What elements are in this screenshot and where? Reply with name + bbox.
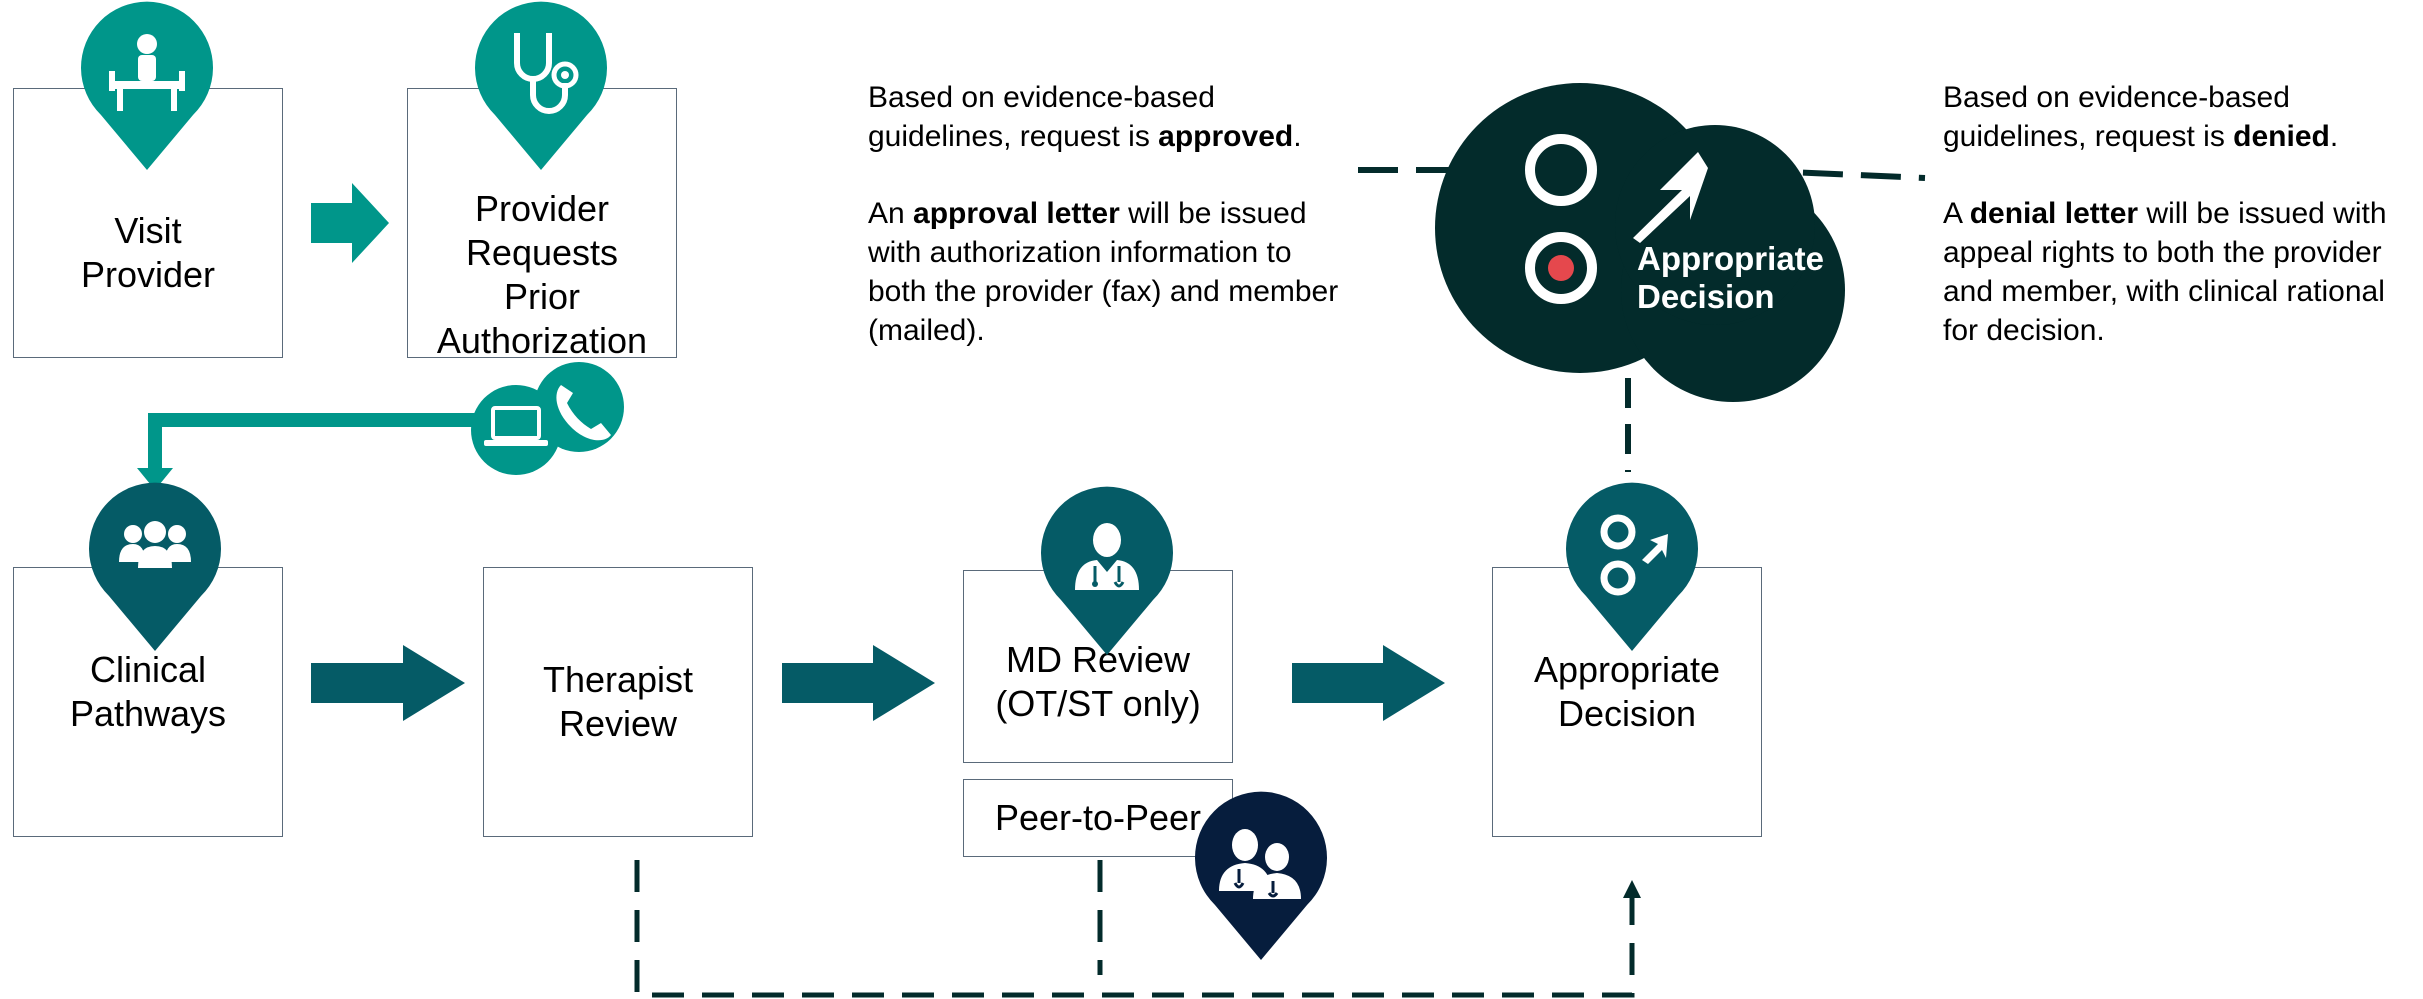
decision-icon xyxy=(1566,482,1698,651)
approved-note-p2: An approval letter will be issued with a… xyxy=(868,197,1339,347)
stethoscope-icon xyxy=(475,1,607,171)
two-doctors-icon xyxy=(1195,791,1327,960)
right-arrow-icon xyxy=(311,645,465,721)
right-arrow-icon xyxy=(311,183,389,263)
decision-badge-line1: Appropriate xyxy=(1637,240,1825,277)
visit-provider-label: Visit Provider xyxy=(80,210,216,295)
denied-note-p1: Based on evidence-based guidelines, requ… xyxy=(1943,81,2339,153)
approved-note-p1: Based on evidence-based guidelines, requ… xyxy=(868,81,1302,153)
therapist-review-box: Therapist Review xyxy=(483,567,753,837)
decision-badge xyxy=(1435,83,1845,402)
approved-note: Based on evidence-based guidelines, requ… xyxy=(868,78,1348,388)
denied-note: Based on evidence-based guidelines, requ… xyxy=(1943,78,2421,388)
denied-note-p2: A denial letter will be issued with appe… xyxy=(1943,197,2387,347)
group-icon xyxy=(89,482,222,651)
decision-icon xyxy=(1525,134,1708,304)
provider-requests-label: Provider Requests Prior Authorization xyxy=(436,188,648,361)
decision-badge-line2: Decision xyxy=(1637,278,1775,315)
laptop-icon xyxy=(471,385,561,475)
right-arrow-icon xyxy=(1292,645,1445,721)
up-arrowhead xyxy=(1623,880,1641,898)
teal-connector xyxy=(148,413,520,472)
therapist-review-label: Therapist Review xyxy=(542,659,694,744)
md-review-label: MD Review (OT/ST only) xyxy=(995,638,1201,724)
right-arrow-icon xyxy=(782,645,935,721)
clinical-pathways-label: Clinical Pathways xyxy=(69,649,227,734)
peer-to-peer-label: Peer-to-Peer xyxy=(994,797,1202,838)
dashed-connector xyxy=(634,860,1635,998)
doctor-icon xyxy=(1041,486,1173,655)
decision-badge-label: Appropriate Decision xyxy=(1637,240,1837,316)
patient-exam-icon xyxy=(81,1,214,171)
down-arrowhead xyxy=(137,468,173,490)
appropriate-decision-label: Appropriate Decision xyxy=(1533,649,1721,734)
peer-to-peer-box: Peer-to-Peer xyxy=(963,779,1233,857)
